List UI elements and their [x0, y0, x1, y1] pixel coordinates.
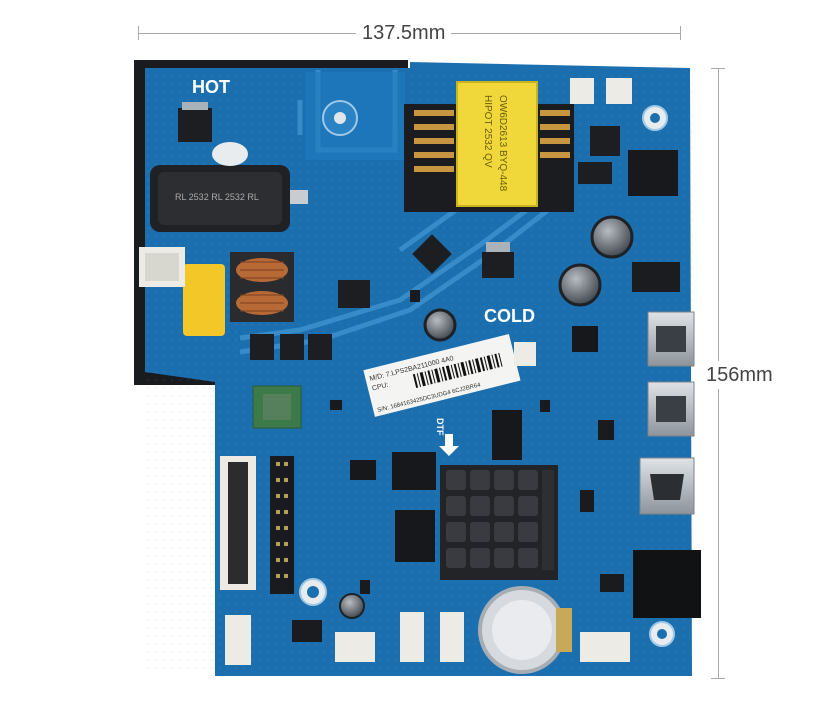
cold-label: COLD — [484, 306, 535, 326]
svg-text:RL 2532 RL 2532 RL: RL 2532 RL 2532 RL — [175, 192, 259, 202]
height-dimension-cap-bottom — [711, 678, 725, 679]
transformer-marking-1: OW6D2613 BYQ-448 — [497, 95, 508, 192]
heatsink — [440, 465, 558, 580]
height-dimension-label: 156mm — [700, 361, 779, 389]
width-dimension-label: 137.5mm — [356, 21, 452, 45]
dtf-label: DTF — [435, 418, 445, 436]
transformer-marking-2: HIPOT 2532 QV — [482, 95, 493, 168]
width-dimension-cap-left — [138, 26, 139, 40]
hot-label: HOT — [192, 77, 230, 97]
height-dimension-cap-top — [711, 68, 725, 69]
sticker-cpu: CPU: — [371, 382, 389, 393]
width-dimension-cap-right — [680, 26, 681, 40]
